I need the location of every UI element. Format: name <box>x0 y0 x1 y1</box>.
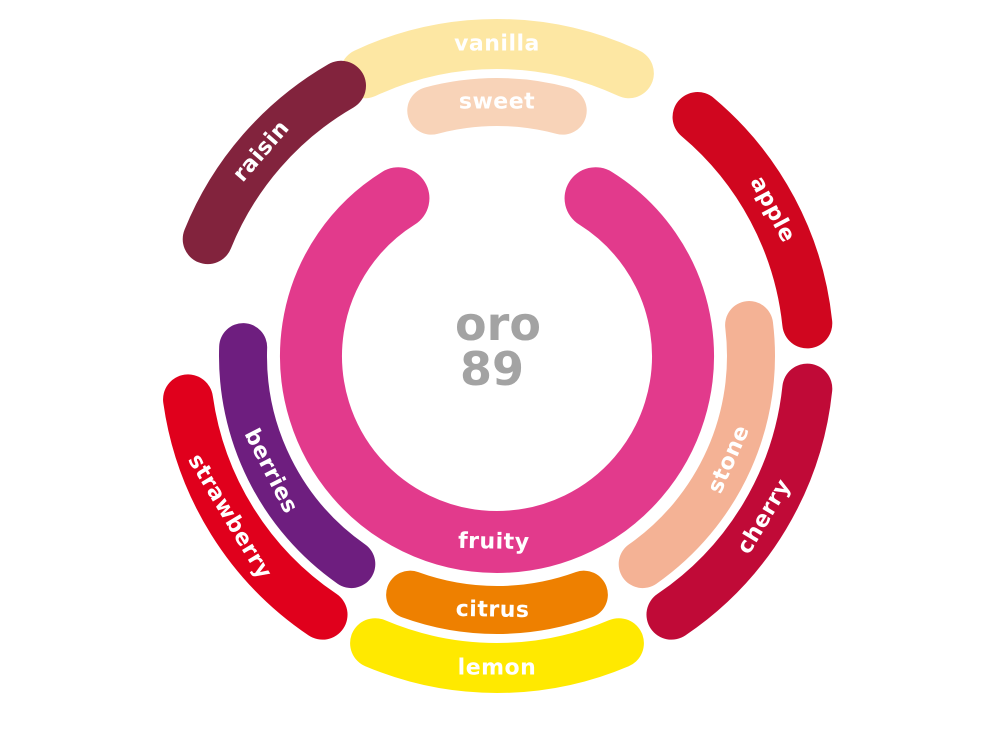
label-vanilla: vanilla <box>454 32 540 57</box>
segment-berries <box>219 323 376 589</box>
label-citrus: citrus <box>456 597 530 623</box>
segment-fruity <box>280 167 714 573</box>
segment-vanilla <box>340 19 654 99</box>
segment-sweet <box>407 78 587 135</box>
segment-citrus <box>386 570 608 634</box>
segment-lemon <box>350 618 644 693</box>
segment-strawberry <box>163 374 348 640</box>
center-score: 89 <box>460 342 524 396</box>
label-lemon: lemon <box>458 656 537 681</box>
segment-stone <box>618 301 775 589</box>
center-title: oro <box>455 297 541 351</box>
segment-apple <box>672 91 833 349</box>
segment-raisin <box>182 60 366 265</box>
label-sweet: sweet <box>459 90 535 115</box>
label-fruity: fruity <box>458 529 530 555</box>
segment-cherry <box>646 363 833 640</box>
